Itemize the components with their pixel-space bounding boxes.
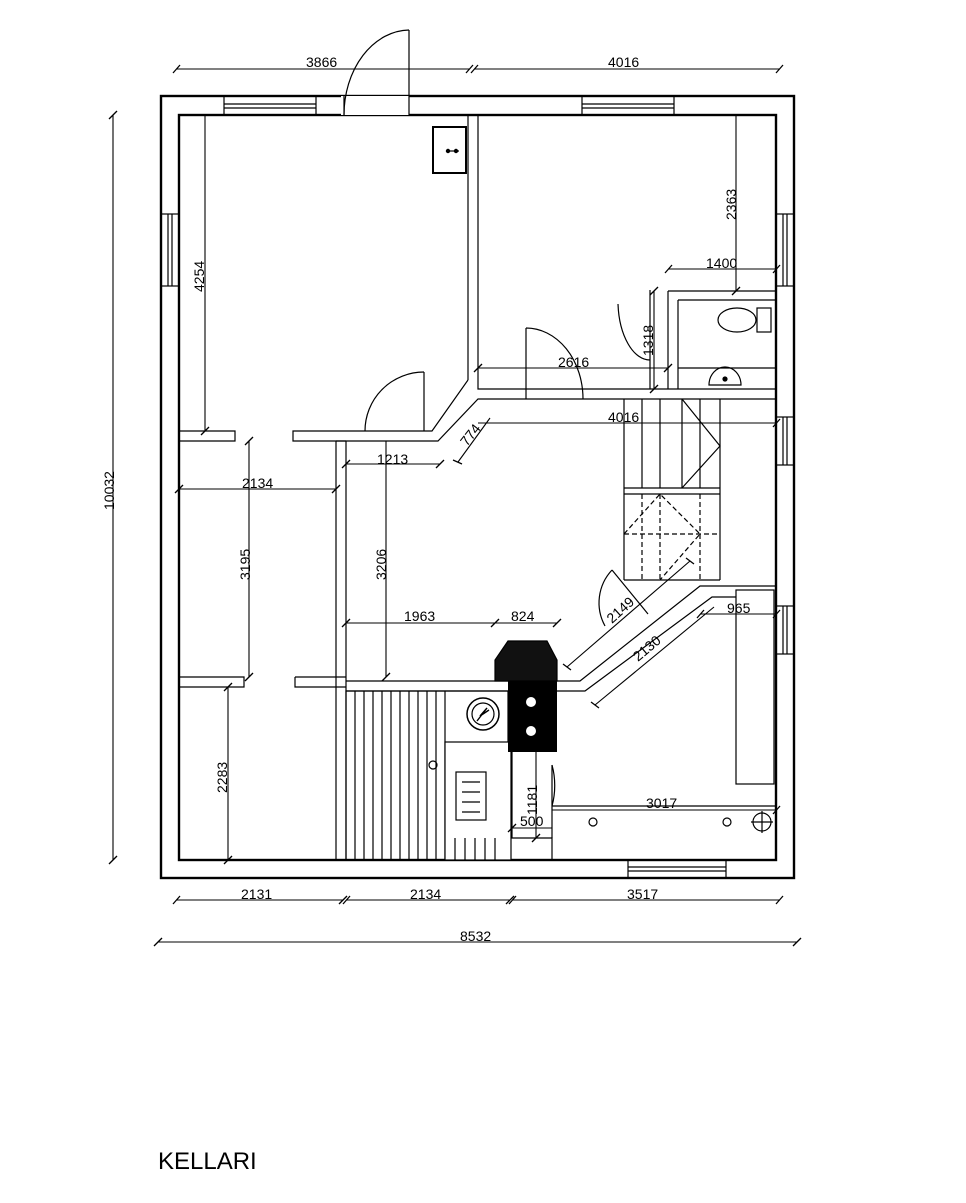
dim-lower-left: 1963 [404, 608, 435, 624]
windows [160, 95, 795, 879]
dim-mid-height: 3206 [373, 549, 389, 580]
dim-corridor-width: 2134 [242, 475, 273, 491]
dim-bottom-total: 8532 [460, 928, 491, 944]
dim-small-gap: 500 [520, 813, 544, 829]
interior-walls [179, 115, 776, 860]
dim-lower-mid: 824 [511, 608, 535, 624]
dimension-lines [108, 64, 802, 947]
dim-left-total: 10032 [101, 471, 117, 510]
dim-bottom-1: 2131 [241, 886, 272, 902]
dim-right-strip: 965 [727, 600, 751, 616]
sauna-benches [345, 690, 512, 861]
dim-wc-width: 1400 [706, 255, 737, 271]
dim-bottom-3: 3517 [627, 886, 658, 902]
entry-door [343, 29, 410, 116]
plan-title: KELLARI [158, 1148, 257, 1175]
dim-top-left: 3866 [306, 54, 337, 70]
dim-wc-height: 1318 [640, 325, 656, 356]
interior-doors [364, 290, 651, 838]
dim-bottom-left-height: 2283 [214, 762, 230, 793]
stairs [623, 398, 721, 581]
dim-room-left-height: 4254 [191, 261, 207, 292]
dim-room-right-height: 2363 [723, 189, 739, 220]
dim-diagonal-short: 774 [457, 420, 484, 448]
dim-utility-width: 3017 [646, 795, 677, 811]
dim-hall-width: 4016 [608, 409, 639, 425]
dim-hall-mid: 1213 [377, 451, 408, 467]
dim-top-right: 4016 [608, 54, 639, 70]
dim-room-right-width: 2616 [558, 354, 589, 370]
dim-corridor-height: 3195 [237, 549, 253, 580]
dim-sauna-height: 1181 [524, 785, 540, 815]
fixtures [432, 126, 773, 833]
dim-bottom-2: 2134 [410, 886, 441, 902]
fireplace [466, 640, 558, 752]
dimension-labels: 3866 4016 10032 4254 2363 1400 1318 2616… [101, 54, 751, 944]
